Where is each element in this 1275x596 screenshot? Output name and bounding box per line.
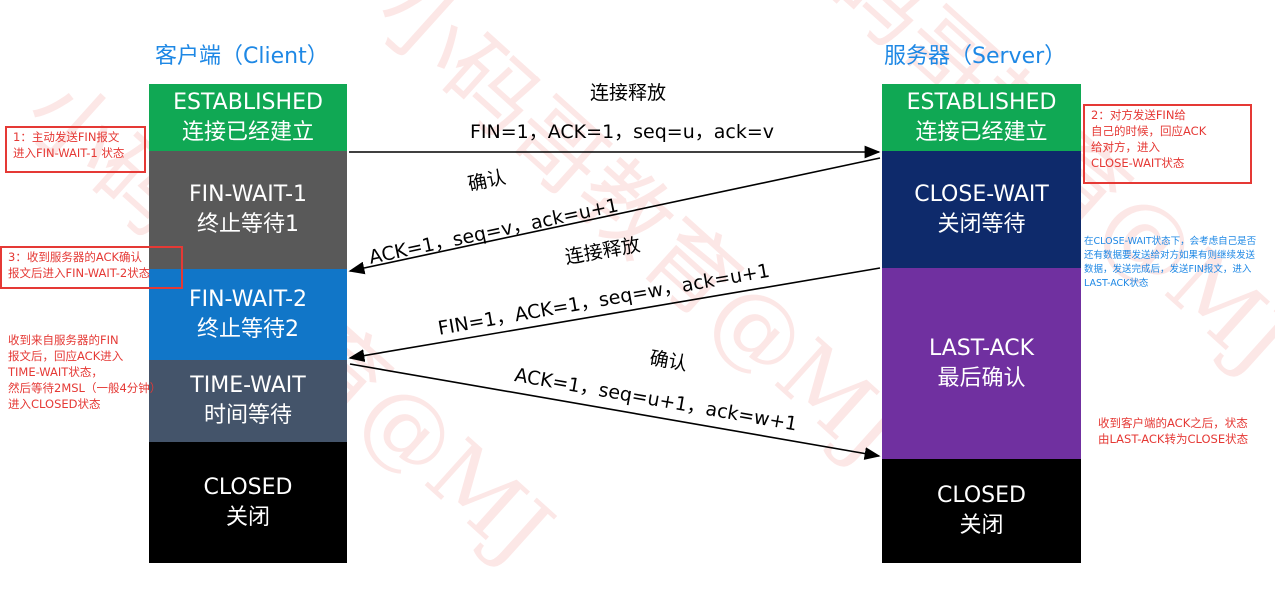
state-desc: 关闭等待 <box>937 211 1026 237</box>
client-state-closed: CLOSED 关闭 <box>149 442 347 563</box>
state-desc: 最后确认 <box>937 365 1026 391</box>
client-state-fin-wait-1: FIN-WAIT-1 终止等待1 <box>149 151 347 269</box>
state-name: CLOSED <box>203 474 293 500</box>
client-state-time-wait: TIME-WAIT 时间等待 <box>149 360 347 442</box>
state-desc: 终止等待1 <box>197 212 299 237</box>
state-name: FIN-WAIT-1 <box>188 182 308 207</box>
note-5: 在CLOSE-WAIT状态下，会考虑自己是否 还有数据要发送给对方如果有则继续发… <box>1084 236 1257 289</box>
state-name: TIME-WAIT <box>190 373 306 398</box>
state-name: CLOSE-WAIT <box>914 181 1049 207</box>
state-name: ESTABLISHED <box>906 89 1057 115</box>
note-6: 收到客户端的ACK之后，状态 由LAST-ACK转为CLOSE状态 <box>1098 416 1249 446</box>
note-4: 收到来自服务器的FIN 报文后，回应ACK进入 TIME-WAIT状态， 然后等… <box>8 333 162 411</box>
note-3-box: 3：收到服务器的ACK确认 报文后进入FIN-WAIT-2状态 <box>0 246 183 289</box>
server-state-established: ESTABLISHED 连接已经建立 <box>882 84 1081 151</box>
msg1-content: FIN=1，ACK=1，seq=u，ack=v <box>470 121 775 143</box>
state-desc: 连接已经建立 <box>915 119 1048 145</box>
note-1-box: 1：主动发送FIN报文 进入FIN-WAIT-1 状态 <box>5 126 146 173</box>
client-title: 客户端（Client） <box>155 44 329 69</box>
msg1-label: 连接释放 <box>590 82 667 104</box>
state-desc: 关闭 <box>225 504 270 530</box>
arrow-fin-2 <box>348 267 881 362</box>
state-name: LAST-ACK <box>928 335 1035 361</box>
note-2-box: 2：对方发送FIN给 自己的时候，回应ACK 给对方，进入 CLOSE-WAIT… <box>1083 104 1252 184</box>
state-name: CLOSED <box>937 483 1026 508</box>
client-state-established: ESTABLISHED 连接已经建立 <box>149 84 347 151</box>
state-name: FIN-WAIT-2 <box>188 286 308 312</box>
server-state-close-wait: CLOSE-WAIT 关闭等待 <box>882 151 1081 268</box>
state-desc: 终止等待2 <box>197 316 299 342</box>
state-desc: 连接已经建立 <box>181 119 314 145</box>
state-desc: 时间等待 <box>203 403 292 428</box>
server-state-closed: CLOSED 关闭 <box>882 459 1081 563</box>
server-title: 服务器（Server） <box>884 44 1067 69</box>
server-state-last-ack: LAST-ACK 最后确认 <box>882 268 1081 459</box>
arrow-ack-1 <box>348 157 881 275</box>
state-name: ESTABLISHED <box>173 89 323 115</box>
arrow-ack-2 <box>349 363 881 460</box>
state-desc: 关闭 <box>959 513 1004 538</box>
